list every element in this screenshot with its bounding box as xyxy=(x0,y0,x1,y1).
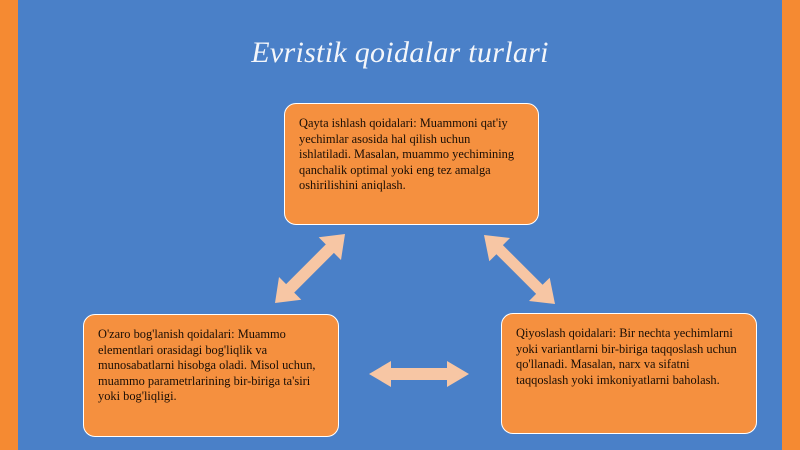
slide-title: Evristik qoidalar turlari xyxy=(251,36,549,69)
rule-text-interrelation: O'zaro bog'lanish qoidalari: Muammo elem… xyxy=(98,327,316,403)
rule-box-interrelation: O'zaro bog'lanish qoidalari: Muammo elem… xyxy=(83,314,339,437)
arrow-top-left xyxy=(275,234,345,303)
rule-text-processing: Qayta ishlash qoidalari: Muammoni qat'iy… xyxy=(299,116,515,192)
rule-text-comparison: Qiyoslash qoidalari: Bir nechta yechimla… xyxy=(516,326,737,387)
rule-box-processing: Qayta ishlash qoidalari: Muammoni qat'iy… xyxy=(284,103,539,225)
arrow-top-right xyxy=(484,235,555,304)
arrow-left-right xyxy=(369,361,469,387)
rule-box-comparison: Qiyoslash qoidalari: Bir nechta yechimla… xyxy=(501,313,757,434)
